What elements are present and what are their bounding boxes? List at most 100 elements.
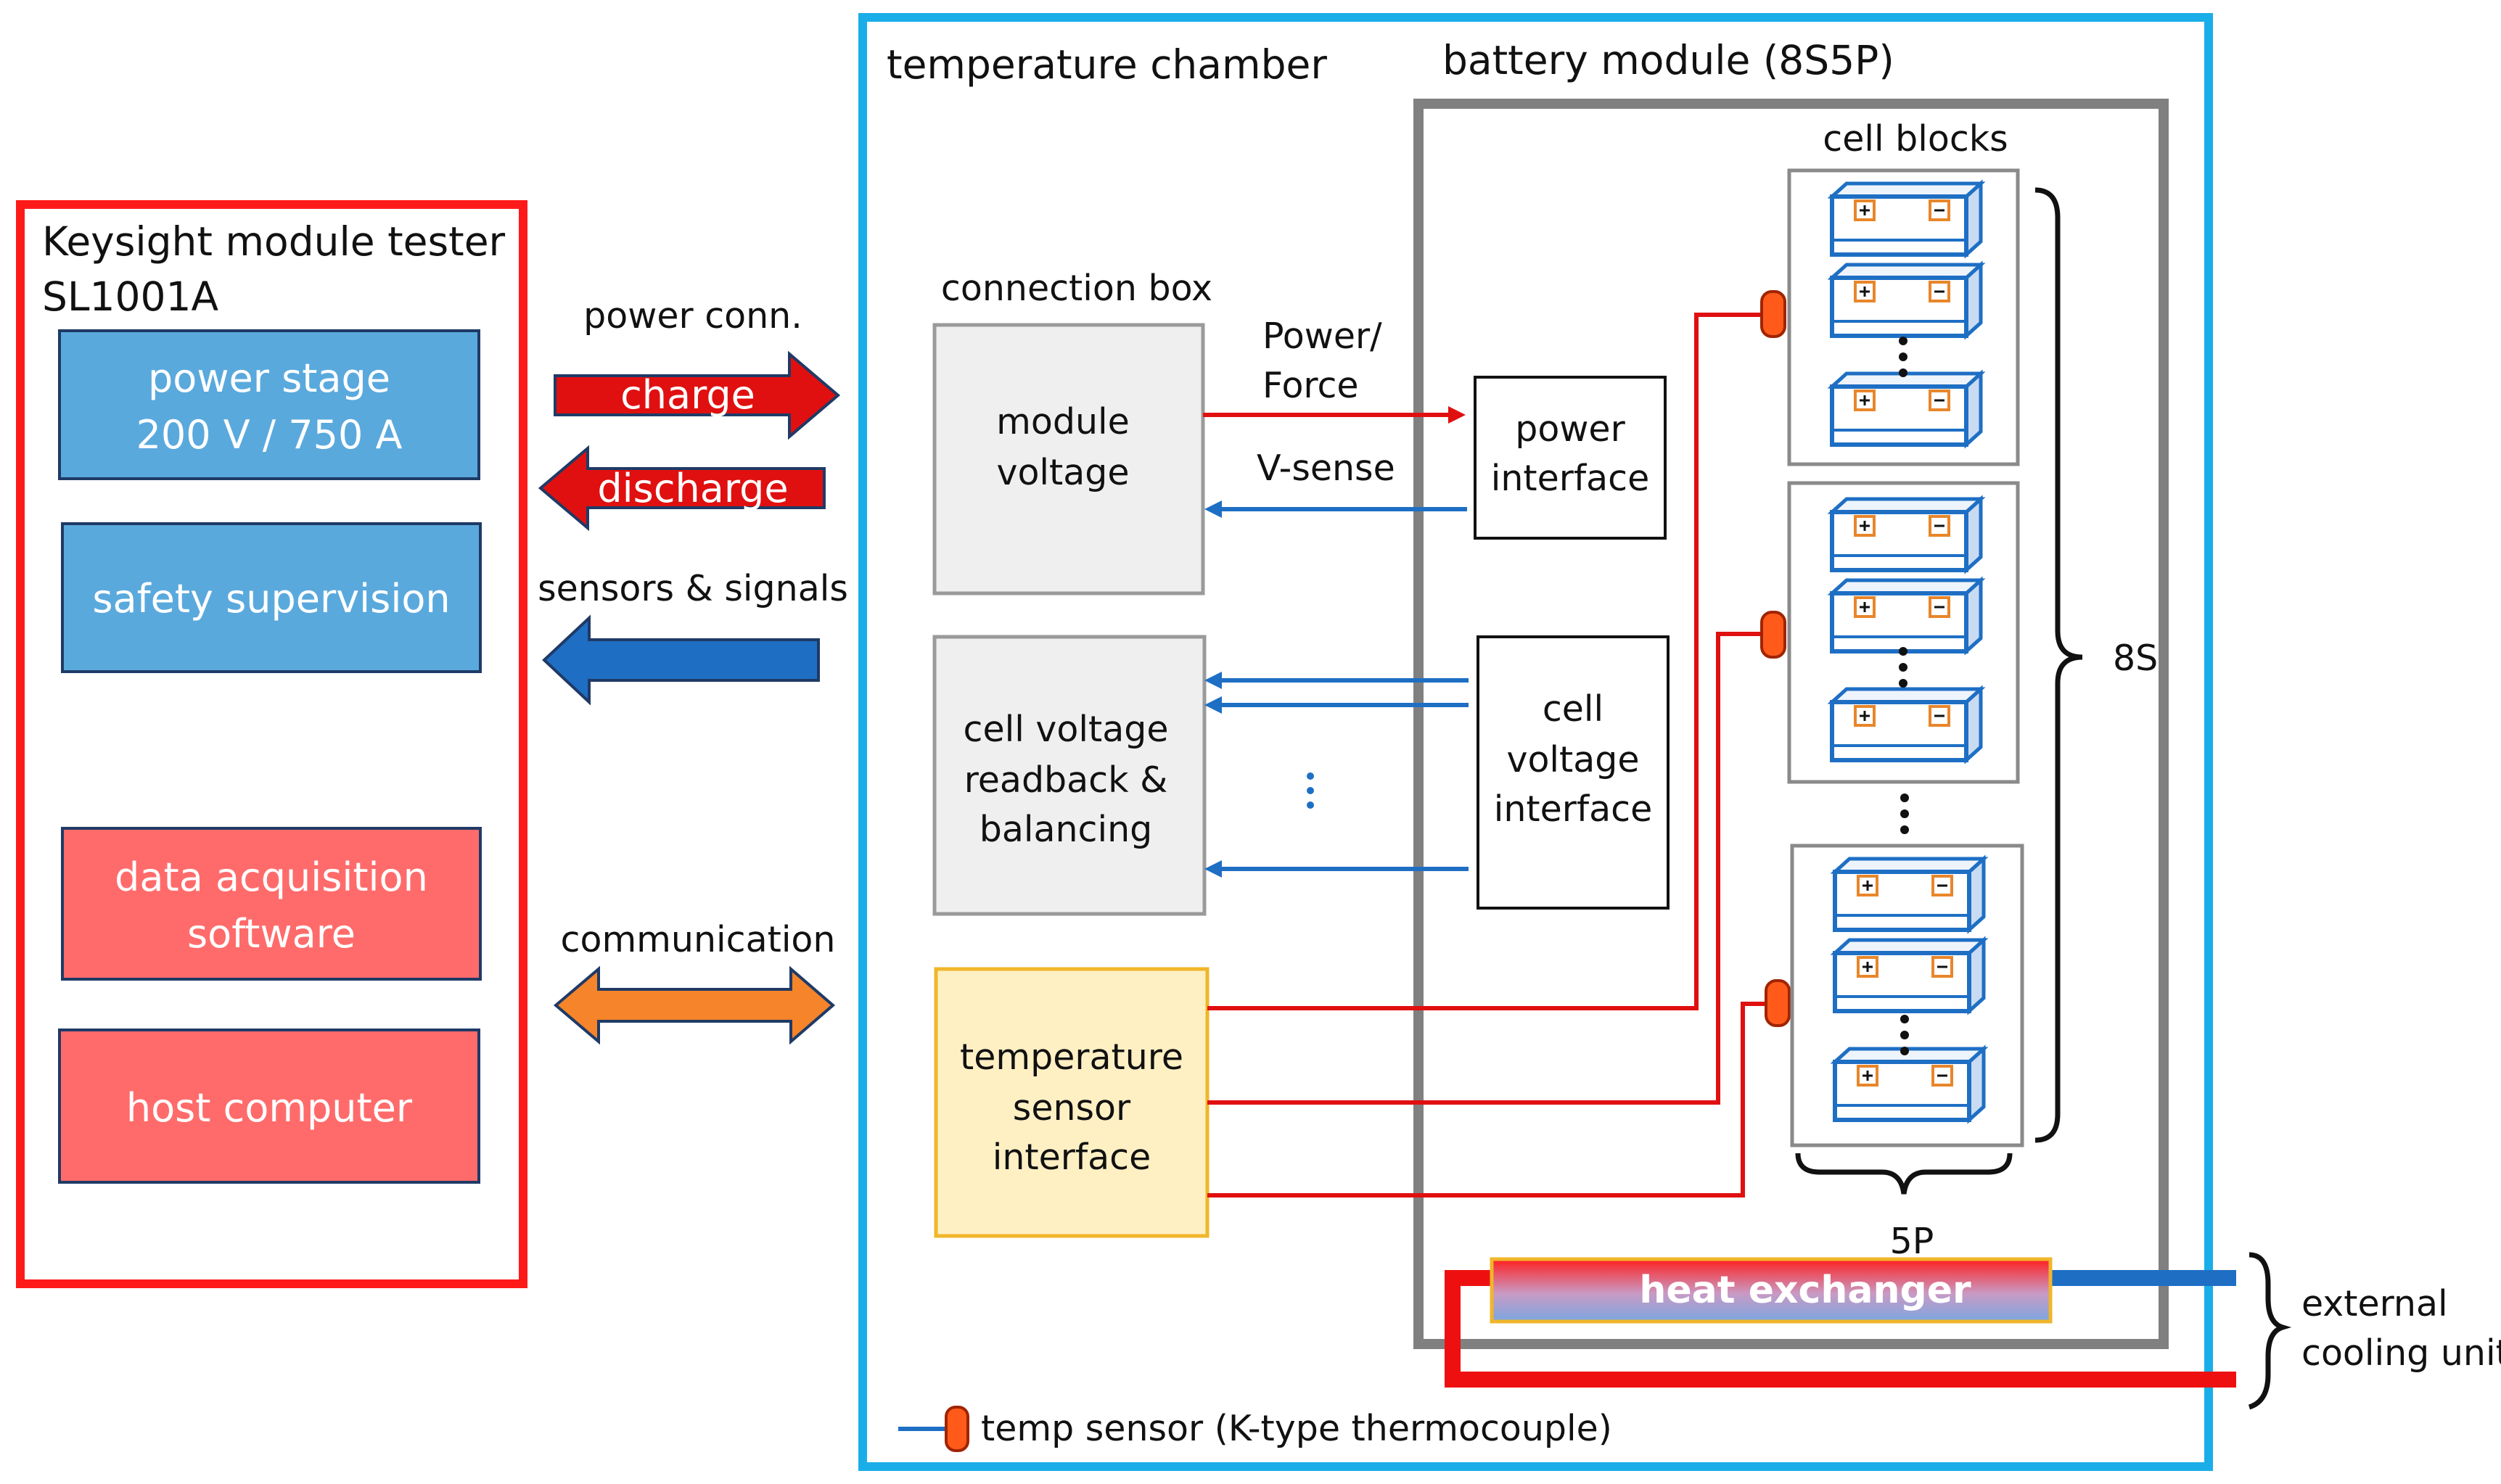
minus-terminal-icon [1931,1065,1953,1087]
temperature-chamber-frame [858,13,2213,1471]
heat-exchanger [1490,1257,2053,1324]
cell-sense-arrowheads [1204,672,1222,878]
discharge-arrow [538,445,826,532]
v-sense-arrowhead [1204,500,1222,518]
module-voltage-label-line2: voltage [996,452,1129,493]
temperature-chamber-title: temperature chamber [887,41,1327,88]
power-stage-label: power stage [148,355,390,401]
battery-cells [1827,179,1989,1124]
temperature-sensor-interface-box [934,967,1210,1238]
battery-module-title: battery module (8S5P) [1442,37,1894,83]
tester-frame [16,200,527,1288]
battery-cell-icon [1827,495,1986,574]
data-acquisition-label-line2: software [187,911,356,957]
power-stage-rating: 200 V / 750 A [136,412,403,458]
power-conn-label: power conn. [583,295,802,337]
safety-supervision-label: safety supervision [92,576,450,622]
thermocouple-sensor-icon [1765,979,1791,1027]
plus-terminal-icon [1854,596,1876,618]
module-voltage-box [932,323,1205,595]
tester-title-line2: SL1001A [42,273,219,320]
heat-exchanger-label: heat exchanger [1639,1269,1971,1312]
thermocouple-sensors [1760,290,1791,1027]
battery-cell-icon [1827,260,1986,340]
minus-terminal-icon [1929,281,1950,302]
minus-terminal-icon [1929,389,1950,411]
battery-cell-icon [1827,369,1986,449]
plus-terminal-icon [1854,705,1876,727]
plus-terminal-icon [1854,389,1876,411]
minus-terminal-icon [1929,705,1950,727]
plus-terminal-icon [1854,515,1876,537]
parallel-brace [1795,1153,2013,1195]
charge-label: charge [620,372,755,418]
data-acquisition-box [61,827,482,981]
legend-label: temp sensor (K-type thermocouple) [981,1408,1612,1449]
cell-voltage-interface-line2: voltage [1506,739,1639,780]
power-force-arrowhead [1448,406,1466,424]
minus-terminal-icon [1931,875,1953,896]
temperature-sensor-interface-line1: temperature [960,1036,1183,1078]
battery-cell-icon [1830,854,1989,934]
v-sense-label: V-sense [1257,448,1395,489]
power-stage-box [58,329,480,480]
data-acquisition-label-line1: data acquisition [115,854,428,900]
battery-cell-icon [1827,179,1986,259]
battery-cell-icon [1830,1044,1989,1124]
sensors-signals-arrow [542,614,820,706]
host-computer-label: host computer [126,1085,413,1131]
minus-terminal-icon [1929,596,1950,618]
battery-cell-icon [1830,936,1989,1015]
cell-blocks-label: cell blocks [1823,118,2008,160]
cooling-return-pipe [1445,1270,2236,1388]
tester-title-line1: Keysight module tester [42,218,506,265]
charge-arrow [554,350,841,440]
plus-terminal-icon [1854,199,1876,221]
power-force-label-line2: Force [1262,365,1359,406]
thermocouple-legend-icon [945,1406,969,1452]
thermocouple-sensor-icon [1760,290,1786,338]
power-interface-label-line2: interface [1491,458,1650,499]
series-label: 8S [2113,638,2158,679]
safety-supervision-box [61,522,482,673]
series-brace [2034,187,2083,1143]
plus-terminal-icon [1854,281,1876,302]
external-cooling-label-line2: cooling unit [2301,1332,2501,1374]
parallel-label: 5P [1890,1221,1934,1262]
cell-voltage-interface-line3: interface [1494,788,1653,830]
connection-box-label: connection box [941,268,1212,309]
external-cooling-label-line1: external [2301,1283,2448,1324]
cell-voltage-interface-line1: cell [1543,688,1603,730]
cell-sense-ellipsis [1307,772,1314,809]
discharge-label: discharge [597,466,788,511]
cell-voltage-readback-line1: cell voltage [964,709,1169,750]
temperature-sensor-interface-line2: sensor [1013,1087,1131,1129]
plus-terminal-icon [1857,1065,1878,1087]
power-force-label-line1: Power/ [1262,316,1382,357]
battery-module-frame [1413,99,2169,1349]
thermocouple-sensor-icon [1760,611,1786,659]
plus-terminal-icon [1857,875,1878,896]
thermocouple-wires [1207,313,1778,1197]
power-interface-box [1474,376,1667,540]
cell-voltage-readback-line2: readback & [964,759,1168,801]
cell-sense-lines [1219,678,1469,871]
cooling-brace [2248,1252,2292,1410]
communication-label: communication [561,919,836,960]
minus-terminal-icon [1929,199,1950,221]
battery-cell-icon [1827,576,1986,656]
communication-arrow [553,965,836,1045]
minus-terminal-icon [1931,956,1953,978]
cell-voltage-readback-box [932,635,1207,916]
cell-ellipsis [1899,337,1909,1055]
temperature-sensor-interface-line3: interface [993,1137,1151,1178]
sensors-signals-label: sensors & signals [538,568,848,609]
plus-terminal-icon [1857,956,1878,978]
power-interface-label-line1: power [1515,408,1625,450]
host-computer-box [58,1029,480,1184]
battery-cell-icon [1827,685,1986,764]
module-voltage-label-line1: module [996,401,1130,442]
minus-terminal-icon [1929,515,1950,537]
cell-voltage-readback-line3: balancing [980,809,1153,850]
